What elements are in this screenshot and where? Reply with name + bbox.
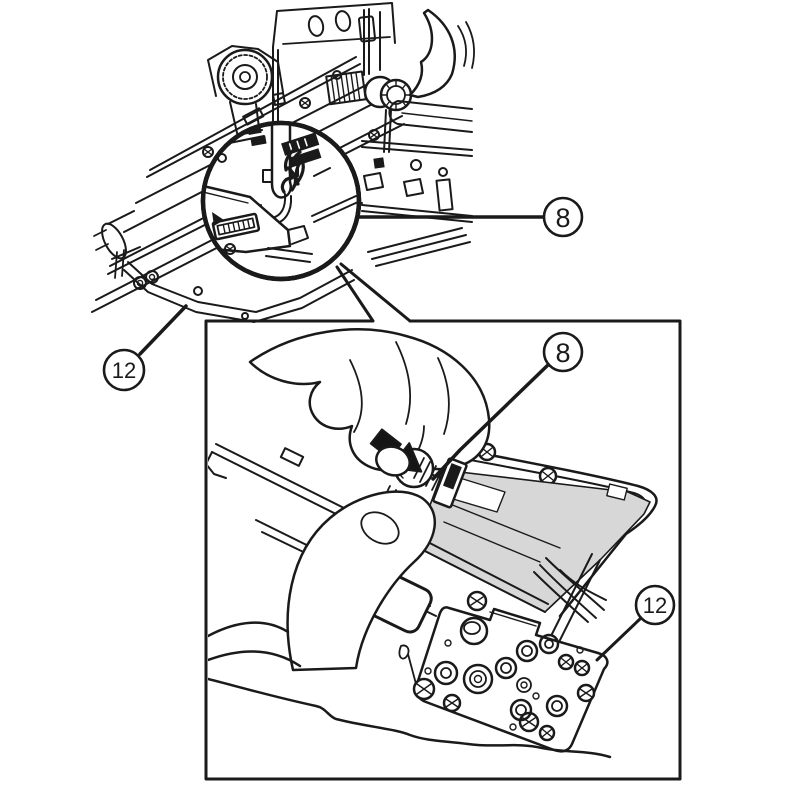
overview-machine-illustration: 8 12 <box>91 2 584 392</box>
magnifier-callout <box>200 120 362 282</box>
hand-illustration <box>208 328 612 759</box>
pulley-bearing <box>207 45 284 153</box>
callout-12-detail-label: 12 <box>643 593 667 618</box>
flat-connector <box>432 457 468 509</box>
cable-harness <box>533 557 607 623</box>
bracket-bosses <box>424 616 584 731</box>
wire-bundle <box>280 146 308 194</box>
detail-inset-border <box>204 319 682 781</box>
callout-12-detail: 12 <box>634 584 676 626</box>
lower-cover <box>123 261 355 323</box>
thumb-nail <box>360 511 400 545</box>
bracket-screws <box>412 590 596 742</box>
callout-8-detail-label: 8 <box>555 338 570 368</box>
callout-8-detail: 8 <box>542 331 584 373</box>
leader-line-12-overview <box>138 304 188 356</box>
callout-12-overview-label: 12 <box>112 358 136 383</box>
board-connector <box>211 212 261 241</box>
callout-12-overview: 12 <box>102 348 146 392</box>
leader-line-12-detail <box>595 616 643 662</box>
frame-plates <box>272 2 475 267</box>
magnifier-pointer-wedge <box>335 262 412 323</box>
wrist-outline <box>208 677 612 759</box>
magnifier-contents <box>205 125 357 263</box>
leader-line-8-detail <box>431 362 551 481</box>
drive-bracket <box>412 590 609 753</box>
callout-8-overview-label: 8 <box>555 203 570 233</box>
callout-8-overview: 8 <box>542 196 584 238</box>
detail-inset-contents <box>208 328 658 759</box>
